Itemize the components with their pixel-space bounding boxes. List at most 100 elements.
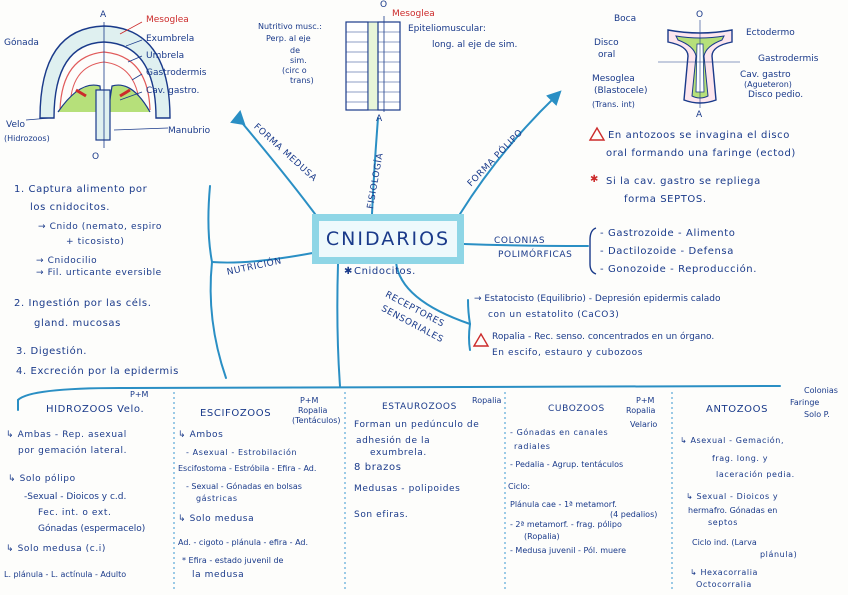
label-exumbrela: Exumbrela [146,34,195,44]
wall-axis-o: O [380,0,388,10]
estaurozoos-line-5: Son efiras. [354,510,409,520]
hidrozoos-line-3: -Sexual - Dioicos y c.d. [24,492,127,502]
cubozoos-line-7: (Ropalia) [524,532,560,541]
antozoos-title: ANTOZOOS [706,404,769,415]
hidrozoos-line-6: ↳ Solo medusa (c.i) [6,544,107,554]
antozoos-line-1: frag. long. y [712,454,769,463]
nutrition-item-5: → Fil. urticante eversible [36,268,162,278]
label-disco-oral-0: Disco [594,38,619,48]
nutrition-item-8: 3. Digestión. [16,346,88,357]
wall-nutritivo-0: Nutritivo musc.: [258,22,322,31]
hidrozoos-title: HIDROZOOS Velo. [46,404,145,415]
estaurozoos-tag: Ropalia [472,396,502,405]
estaurozoos-line-1: adhesión de la [356,436,431,446]
antozoos-tag-0: Colonias [804,386,838,395]
hidrozoos-line-0: ↳ Ambas - Rep. asexual [6,430,127,440]
hidrozoos-line-4: Fec. int. o ext. [38,508,112,518]
escifozoos-line-1: - Asexual - Estrobilación [186,448,298,457]
label-mesoglea: Mesoglea [146,15,189,25]
escifozoos-line-3: - Sexual - Gónadas en bolsas [186,482,302,491]
escifozoos-line-6: Ad. - cigoto - plánula - efira - Ad. [178,538,309,547]
label-gastrodermis: Gastrodermis [146,68,207,78]
label-velo: Velo [6,120,26,130]
medusa-axis-o: O [92,152,100,162]
estaurozoos-line-0: Forman un pedúnculo de [354,420,480,430]
anthozoa-note-1: oral formando una faringe (ectod) [606,148,796,159]
label-polyp-cav-0: Cav. gastro [740,70,791,80]
cubozoos-tag-0: P+M [636,396,655,405]
nutrition-item-7: gland. mucosas [34,318,121,329]
note-cnidocitos: Cnidocitos. [354,266,416,277]
polyp-axis-o: O [696,10,704,20]
label-ectodermo: Ectodermo [746,28,795,38]
hidrozoos-line-7: L. plánula - L. actínula - Adulto [4,570,127,579]
label-boca: Boca [614,14,637,24]
anthozoa-note-0: En antozoos se invagina el disco [608,130,790,141]
polyp-drawing [658,20,740,108]
label-polyp-cav-1: (Agueteron) [744,80,792,89]
anthozoa-note-3: forma SEPTOS. [624,194,707,205]
colonias-item-2: - Gonozoide - Reproducción. [600,264,758,275]
nutrition-item-9: 4. Excreción por la epidermis [16,366,179,377]
escifozoos-line-8: la medusa [192,570,245,580]
estaurozoos-line-4: Medusas - polipoides [354,484,461,494]
receptores-item-1: con un estatolito (CaCO3) [488,310,620,320]
antozoos-line-4: hermafro. Gónadas en [688,506,778,515]
antozoos-line-8: ↳ Hexacorralia [690,568,759,577]
label-polyp-mesoglea-2: (Trans. int) [592,100,635,109]
escifozoos-tag-0: P+M [300,396,319,405]
escifozoos-tag-1: Ropalia [298,406,328,415]
label-gonada: Gónada [4,38,39,48]
wall-epitelio-desc: long. al eje de sim. [432,40,518,50]
cubozoos-line-8: - Medusa juvenil - Pól. muere [510,546,627,555]
branch-polimorficas: POLIMÓRFICAS [498,250,573,260]
nutrition-item-3: + ticosisto) [66,237,125,247]
antozoos-tag-1: Faringe [790,398,820,407]
antozoos-line-0: ↳ Asexual - Gemación, [680,436,785,445]
escifozoos-line-4: gástricas [196,494,238,503]
branch-colonias: COLONIAS [494,236,546,246]
antozoos-line-9: Octocorralia [696,580,752,589]
escifozoos-title: ESCIFOZOOS [200,408,272,419]
escifozoos-line-0: ↳ Ambos [178,430,224,440]
label-polyp-mesoglea-0: Mesoglea [592,74,635,84]
wall-nutritivo-3: sim. [290,56,307,65]
antozoos-line-6: Ciclo ind. (Larva [692,538,757,547]
central-topic: CNIDARIOS [312,214,464,264]
nutrition-item-2: → Cnido (nemato, espiro [38,222,163,232]
label-cav-gastro: Cav. gastro. [146,86,200,96]
antozoos-line-7: plánula) [760,550,798,559]
medusa-axis-a: A [100,10,107,20]
wall-nutritivo-2: de [290,46,300,55]
medusa-drawing [25,21,171,148]
cubozoos-line-6: - 2ª metamorf. - frag. pólipo [510,520,622,529]
label-manubrio: Manubrio [168,126,211,136]
colonias-item-0: - Gastrozoide - Alimento [600,228,736,239]
cubozoos-line-1: radiales [514,442,551,451]
nutrition-item-0: 1. Captura alimento por [14,184,148,195]
receptores-item-2: Ropalia - Rec. senso. concentrados en un… [492,332,715,342]
escifozoos-line-2: Escifostoma - Estróbila - Efira - Ad. [178,464,317,473]
label-umbrela: Umbrela [146,51,185,61]
cubozoos-line-4: Plánula cae - 1ª metamorf. [510,500,617,509]
wall-nutritivo-5: trans) [290,76,314,85]
estaurozoos-line-2: exumbrela. [370,448,427,458]
nutrition-item-1: los cnidocitos. [30,202,111,213]
antozoos-tag-2: Solo P. [804,410,830,419]
estaurozoos-title: ESTAUROZOOS [382,402,457,412]
asterisk-icon: ✱ [590,174,599,185]
nutrition-item-6: 2. Ingestión por las céls. [14,298,152,309]
antozoos-line-2: laceración pedia. [716,470,795,479]
anthozoa-note-2: Si la cav. gastro se repliega [606,176,761,187]
nutrition-item-4: → Cnidocilio [36,256,98,266]
antozoos-line-5: septos [708,518,738,527]
label-velo-hidrozoos: (Hidrozoos) [4,134,50,143]
polyp-axis-a: A [696,110,703,120]
escifozoos-tag-2: (Tentáculos) [292,416,341,425]
label-disco-pedio: Disco pedio. [748,90,804,100]
cubozoos-line-3: Ciclo: [508,482,531,491]
estaurozoos-line-3: 8 brazos [354,462,402,473]
cubozoos-title: CUBOZOOS [548,404,605,414]
cubozoos-line-0: - Gónadas en canales [510,428,609,437]
